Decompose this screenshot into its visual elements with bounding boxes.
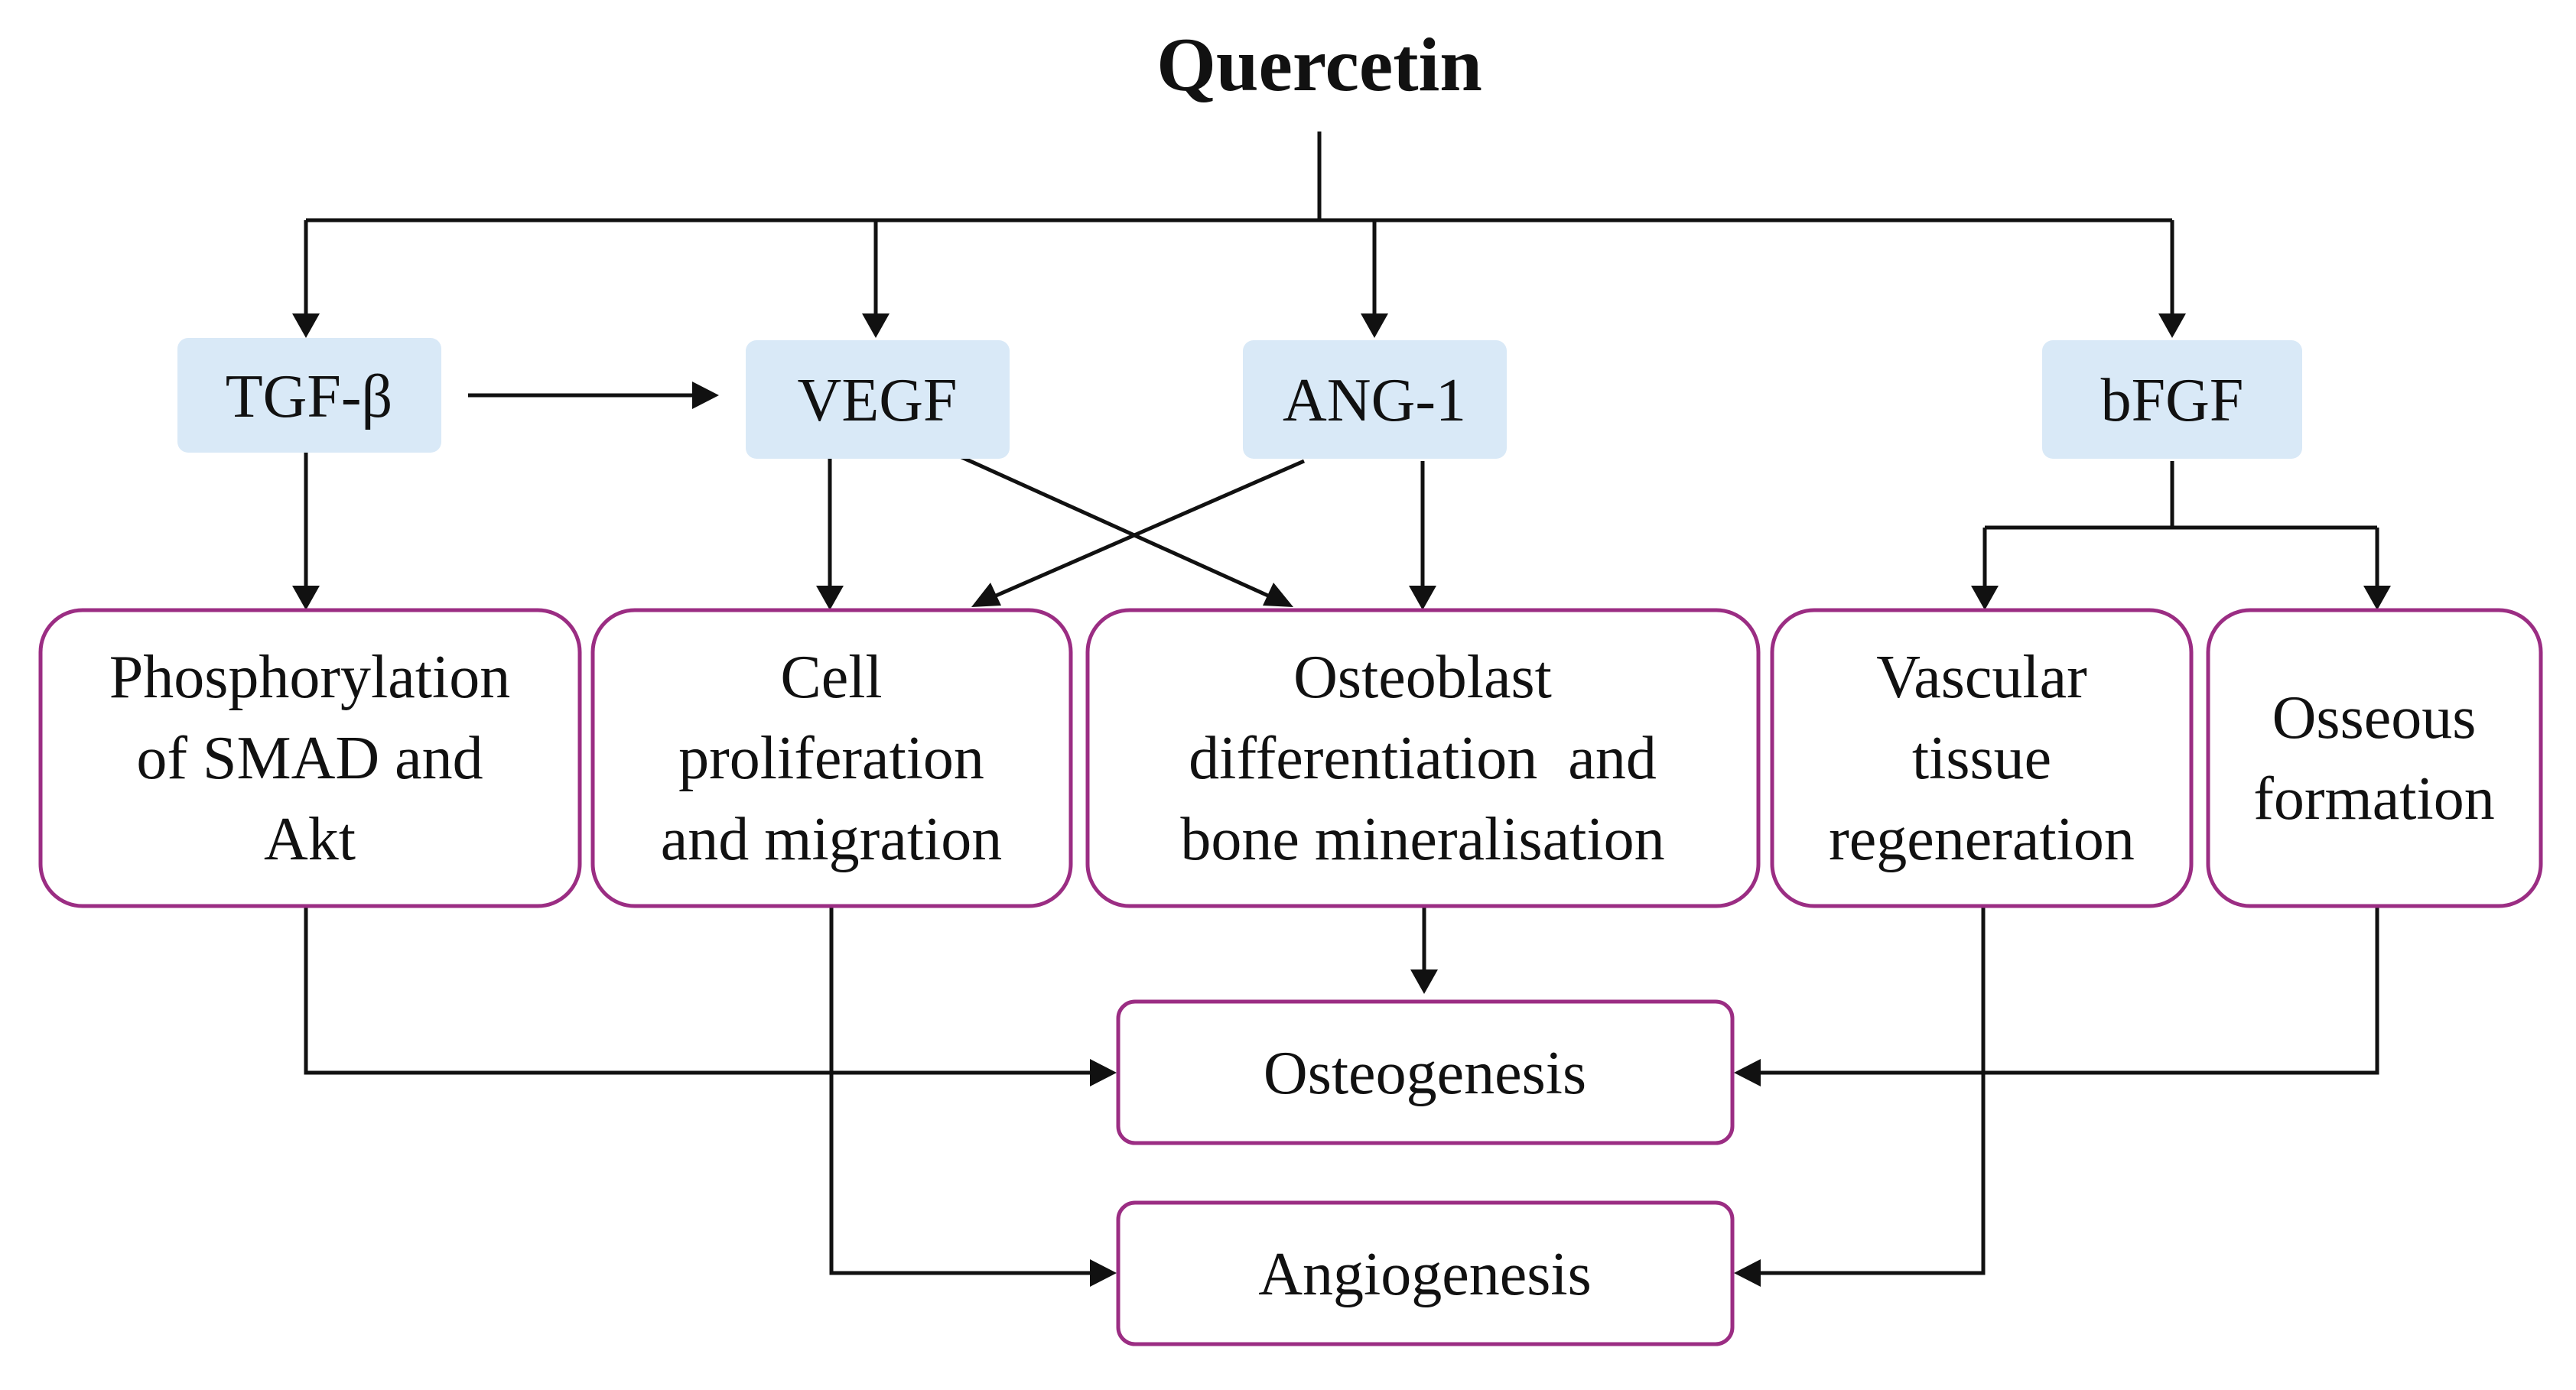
arrowhead-osteoblast-to-osteogenesis — [1410, 969, 1438, 994]
effect-line-osteoblast-2: differentiation and — [1189, 725, 1657, 792]
arrowhead-to-ang1 — [1361, 313, 1388, 338]
effect-osseous: Osseous formation — [2206, 608, 2543, 908]
outcome-osteogenesis: Osteogenesis — [1116, 999, 1735, 1145]
effect-line-osseous-2: formation — [2253, 765, 2494, 833]
outcome-angiogenesis: Angiogenesis — [1116, 1200, 1735, 1346]
factor-ang1: ANG-1 — [1243, 340, 1507, 459]
effect-box-vascular — [1770, 608, 2194, 908]
effect-line-cell-1: Cell — [780, 644, 882, 711]
arrowhead-phosphorylation-to-osteogenesis — [1090, 1059, 1117, 1086]
arrowhead-bfgf-to-osseous — [2363, 586, 2391, 610]
factor-box-bfgf — [2042, 340, 2302, 459]
factor-box-tgf — [177, 338, 441, 453]
arrowhead-tgf-to-vegf — [692, 382, 719, 409]
effect-cell-proliferation: Cell proliferation and migration — [590, 608, 1073, 908]
arrowhead-bfgf-to-vascular — [1971, 586, 1999, 610]
effect-line-phosphorylation-3: Akt — [264, 806, 356, 873]
factor-tgf: TGF-β — [177, 338, 441, 453]
effect-line-vascular-3: regeneration — [1829, 806, 2135, 873]
factor-label-tgf: TGF-β — [226, 363, 392, 430]
connector-osseous-to-osteogenesis — [1757, 908, 2379, 1075]
effect-box-osseous — [2206, 608, 2543, 908]
arrowhead-vegf-to-osteoblast — [1263, 583, 1293, 607]
connector-phosphorylation-to-osteogenesis — [304, 908, 1094, 1075]
effect-line-cell-3: and migration — [661, 806, 1003, 873]
arrowhead-to-tgf — [292, 313, 320, 338]
arrowhead-cell-to-angiogenesis — [1090, 1259, 1117, 1287]
diagram-title: Quercetin — [1156, 22, 1482, 107]
effect-line-vascular-2: tissue — [1912, 725, 2051, 792]
effect-line-cell-2: proliferation — [678, 725, 984, 792]
arrowhead-to-bfgf — [2158, 313, 2186, 338]
factor-label-vegf: VEGF — [798, 367, 958, 434]
connector-cell-to-angiogenesis — [829, 908, 1094, 1275]
effect-line-osteoblast-3: bone mineralisation — [1180, 806, 1664, 873]
factor-box-ang1 — [1243, 340, 1507, 459]
factor-box-vegf — [746, 340, 1010, 459]
effect-phosphorylation: Phosphorylation of SMAD and Akt — [38, 608, 582, 908]
factor-label-bfgf: bFGF — [2101, 367, 2244, 434]
connector-ang1-to-cell — [993, 459, 1306, 599]
effect-vascular: Vascular tissue regeneration — [1770, 608, 2194, 908]
arrowhead-ang1-to-osteoblast — [1409, 586, 1436, 610]
arrowhead-tgf-to-phosphorylation — [292, 586, 320, 610]
factor-vegf: VEGF — [746, 340, 1010, 459]
effect-box-cell-proliferation — [590, 608, 1073, 908]
connectors — [292, 132, 2391, 1287]
arrowhead-vegf-to-cell — [816, 586, 844, 610]
effect-line-phosphorylation-1: Phosphorylation — [109, 644, 510, 711]
arrowhead-vascular-to-angiogenesis — [1734, 1259, 1761, 1287]
connector-vascular-to-angiogenesis — [1757, 908, 1986, 1275]
outcome-box-angiogenesis — [1116, 1200, 1735, 1346]
effect-line-vascular-1: Vascular — [1876, 644, 2086, 711]
outcome-label-angiogenesis: Angiogenesis — [1258, 1241, 1592, 1308]
effect-line-phosphorylation-2: of SMAD and — [136, 725, 483, 792]
factor-bfgf: bFGF — [2042, 340, 2302, 459]
effect-box-phosphorylation — [38, 608, 582, 908]
connector-vegf-to-osteoblast — [958, 454, 1271, 599]
arrowhead-to-vegf — [862, 313, 890, 338]
arrowhead-ang1-to-cell — [971, 583, 1001, 607]
arrowhead-osseous-to-osteogenesis — [1734, 1059, 1761, 1086]
outcome-label-osteogenesis: Osteogenesis — [1264, 1040, 1586, 1107]
effect-osteoblast: Osteoblast differentiation and bone mine… — [1085, 608, 1761, 908]
effect-box-osteoblast — [1085, 608, 1761, 908]
outcome-box-osteogenesis — [1116, 999, 1735, 1145]
effect-line-osseous-1: Osseous — [2272, 684, 2477, 752]
factor-label-ang1: ANG-1 — [1283, 367, 1466, 434]
effect-line-osteoblast-1: Osteoblast — [1293, 644, 1552, 711]
